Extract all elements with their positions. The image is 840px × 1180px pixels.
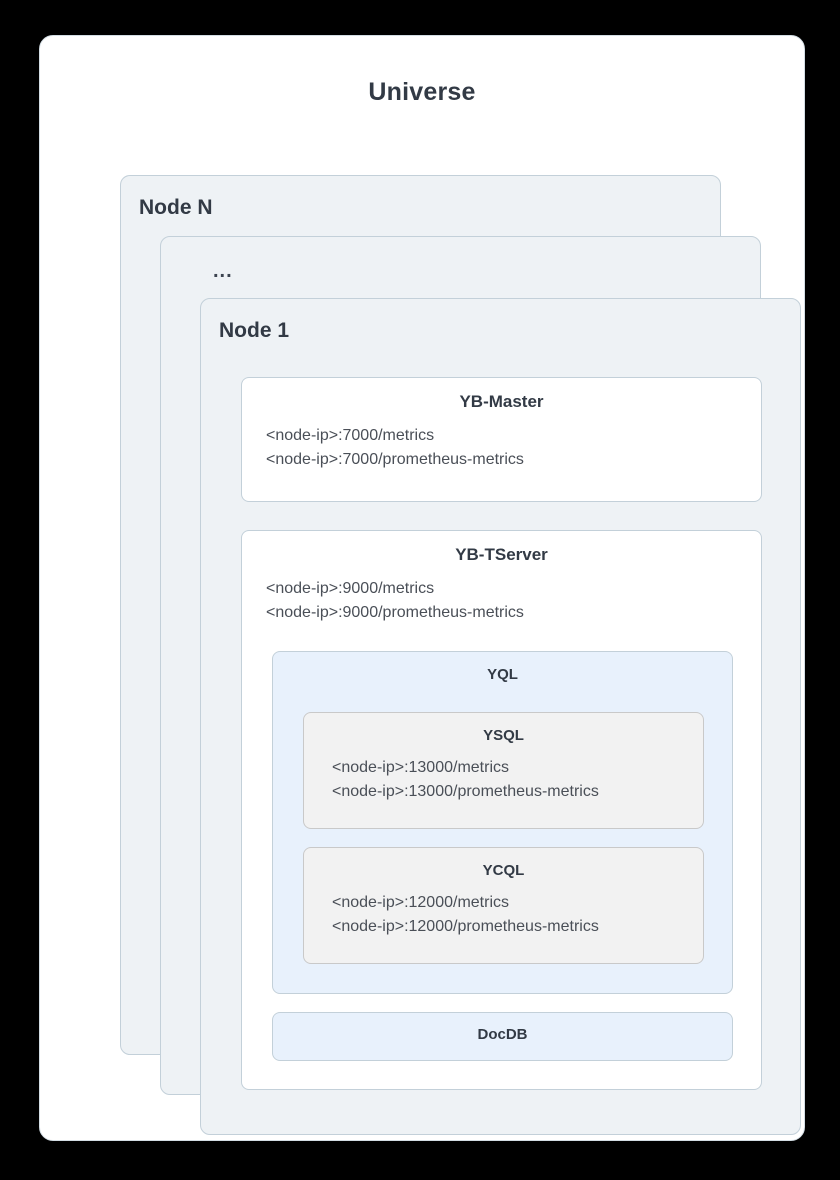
docdb-title: DocDB	[477, 1026, 528, 1043]
endpoint-line: <node-ip>:7000/prometheus-metrics	[266, 451, 524, 468]
yb-master-endpoints: <node-ip>:7000/metrics <node-ip>:7000/pr…	[242, 424, 761, 472]
node-card-1: Node 1 YB-Master <node-ip>:7000/metrics …	[200, 298, 801, 1135]
yql-box: YQL YSQL <node-ip>:13000/metrics <node-i…	[272, 651, 733, 994]
ysql-title: YSQL	[483, 727, 524, 744]
endpoint-line: <node-ip>:12000/prometheus-metrics	[332, 918, 599, 935]
endpoint-line: <node-ip>:13000/prometheus-metrics	[332, 783, 599, 800]
page-title: Universe	[368, 78, 476, 106]
ycql-box: YCQL <node-ip>:12000/metrics <node-ip>:1…	[303, 847, 704, 964]
yb-master-box: YB-Master <node-ip>:7000/metrics <node-i…	[241, 377, 762, 502]
ysql-box: YSQL <node-ip>:13000/metrics <node-ip>:1…	[303, 712, 704, 829]
yb-tserver-endpoints: <node-ip>:9000/metrics <node-ip>:9000/pr…	[242, 577, 761, 625]
ycql-title: YCQL	[482, 862, 525, 879]
node-card-ellipsis-label: ...	[213, 260, 233, 282]
universe-frame: Universe Node N ... Node 1 YB-Master <no…	[39, 35, 805, 1141]
node-card-1-label: Node 1	[219, 319, 290, 342]
node-card-n-label: Node N	[139, 196, 213, 219]
endpoint-line: <node-ip>:12000/metrics	[332, 894, 509, 911]
yb-tserver-title: YB-TServer	[455, 545, 548, 564]
ysql-endpoints: <node-ip>:13000/metrics <node-ip>:13000/…	[304, 756, 703, 804]
yql-title: YQL	[487, 666, 518, 683]
endpoint-line: <node-ip>:7000/metrics	[266, 427, 435, 444]
endpoint-line: <node-ip>:9000/prometheus-metrics	[266, 604, 524, 621]
ycql-endpoints: <node-ip>:12000/metrics <node-ip>:12000/…	[304, 891, 703, 939]
endpoint-line: <node-ip>:13000/metrics	[332, 759, 509, 776]
docdb-box: DocDB	[272, 1012, 733, 1061]
yb-tserver-box: YB-TServer <node-ip>:9000/metrics <node-…	[241, 530, 762, 1090]
yb-master-title: YB-Master	[459, 392, 544, 411]
endpoint-line: <node-ip>:9000/metrics	[266, 580, 435, 597]
